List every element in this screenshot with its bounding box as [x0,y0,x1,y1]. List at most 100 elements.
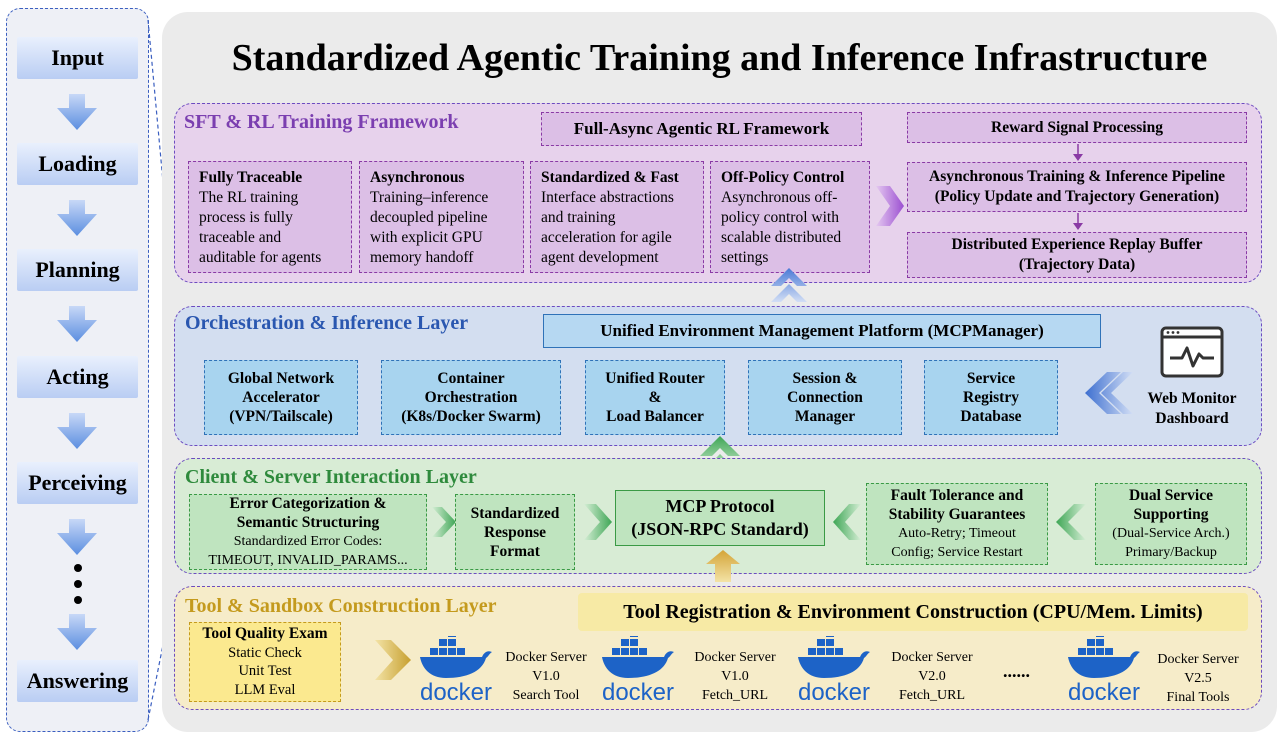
mcp-manager-platform: Unified Environment Management Platform … [543,314,1101,348]
web-monitor-label: Web Monitor Dashboard [1136,388,1248,430]
replay-buffer-box: Distributed Experience Replay Buffer (Tr… [907,232,1247,278]
sft-card-asynchronous: Asynchronous Training–inference decouple… [359,161,524,273]
replay-line: (Trajectory Data) [1018,256,1136,273]
card-title: Off-Policy Control [721,169,845,186]
down-arrow-icon [57,306,97,342]
docker-server-label: Docker Server V2.0 Fetch_URL [880,648,984,705]
docker-logo: docker [598,630,678,706]
docker-whale-icon [1068,630,1140,678]
box-line: TIMEOUT, INVALID_PARAMS... [208,553,408,568]
ellipsis-dots-icon [74,564,82,604]
up-arrow-icon [771,268,807,302]
card-body: Training–inference decoupled pipeline wi… [370,189,489,266]
error-categorization-box: Error Categorization & Semantic Structur… [189,494,427,570]
replay-line: Distributed Experience Replay Buffer [951,236,1203,253]
reward-signal-box: Reward Signal Processing [907,112,1247,143]
docker-wordmark: docker [1067,679,1141,706]
server-line: V1.0 [532,669,560,684]
exam-item: Unit Test [238,663,292,679]
card-body: Asynchronous off-policy control with sca… [721,189,842,266]
client-layer-title: Client & Server Interaction Layer [185,466,477,488]
down-small-arrow-icon [1073,213,1083,230]
box-line: Session & [792,370,858,387]
box-line: Accelerator [242,389,320,406]
box-line: Stability Guarantees [888,506,1026,523]
box-line: Standardized [470,504,560,522]
box-line: Container [437,370,505,387]
card-title: Fully Traceable [199,169,303,186]
docker-logo: docker [416,630,496,706]
down-arrow-icon [57,519,97,555]
box-line: Config; Service Restart [891,545,1023,560]
box-line: MCP Protocol [665,496,775,516]
orch-layer-title: Orchestration & Inference Layer [185,312,469,334]
server-line: Final Tools [1166,690,1230,705]
monitor-pulse-icon [1160,326,1224,378]
server-line: Docker Server [1157,652,1239,667]
session-manager-box: Session & Connection Manager [748,360,902,435]
stage-perceiving: Perceiving [17,462,138,504]
box-line: Auto-Retry; Timeout [898,526,1016,541]
docker-server-label: Docker Server V2.5 Final Tools [1148,650,1248,707]
down-arrow-icon [57,200,97,236]
stage-label: Loading [38,151,117,176]
stage-acting: Acting [17,356,138,398]
box-line: Load Balancer [606,408,704,425]
card-body: Interface abstractions and training acce… [541,189,674,266]
stage-planning: Planning [17,249,138,291]
dual-service-box: Dual Service Supporting (Dual-Service Ar… [1095,483,1247,565]
docker-server-label: Docker Server V1.0 Fetch_URL [684,648,786,705]
box-line: Database [960,408,1022,425]
box-line: Supporting [1133,506,1209,523]
monitor-line: Dashboard [1155,410,1229,427]
docker-logo: docker [1064,630,1144,706]
stage-label: Perceiving [28,470,127,495]
box-line: (VPN/Tailscale) [229,408,333,425]
box-line: (JSON-RPC Standard) [631,519,809,539]
tool-quality-exam-box: Tool Quality Exam Static Check Unit Test… [189,622,341,702]
docker-whale-icon [602,630,674,678]
box-line: Error Categorization & [229,495,387,512]
sft-layer-title: SFT & RL Training Framework [184,111,459,133]
exam-title: Tool Quality Exam [202,625,328,642]
tool-layer-title: Tool & Sandbox Construction Layer [185,595,497,617]
monitor-line: Web Monitor [1147,390,1237,407]
down-arrow-icon [57,94,97,130]
box-line: Response [483,523,546,541]
response-format-box: Standardized Response Format [455,494,575,570]
box-line: (K8s/Docker Swarm) [401,408,541,425]
right-arrow-icon [876,186,904,226]
stage-input: Input [17,37,138,79]
network-accelerator-box: Global Network Accelerator (VPN/Tailscal… [204,360,358,435]
server-line: Docker Server [891,650,973,665]
box-line: Standardized Error Codes: [233,534,383,549]
server-line: Fetch_URL [701,688,769,703]
box-line: Global Network [227,370,335,387]
stage-loading: Loading [17,143,138,185]
left-arrow-icon [1056,504,1086,540]
exam-item: LLM Eval [234,681,296,698]
sft-card-offpolicy: Off-Policy Control Asynchronous off-poli… [710,161,870,273]
more-servers-ellipsis: ...... [1003,661,1030,681]
pipeline-line: Asynchronous Training & Inference Pipeli… [929,168,1225,185]
right-arrow-icon [584,504,612,540]
server-line: Docker Server [505,650,587,665]
docker-whale-icon [420,630,492,678]
left-arrow-icon [833,504,861,540]
async-rl-framework-box: Full-Async Agentic RL Framework [541,112,862,146]
box-line: Unified Router [605,370,705,387]
box-line: & [648,389,662,406]
down-arrow-icon [57,614,97,650]
right-arrow-icon [432,507,456,537]
right-arrow-icon [375,640,411,680]
box-line: Registry [963,389,1019,406]
left-arrow-icon [1085,372,1133,414]
box-line: Connection [787,389,863,406]
box-line: Dual Service [1129,487,1213,504]
stage-label: Planning [35,257,120,282]
server-line: Docker Server [694,650,776,665]
tool-registration-banner: Tool Registration & Environment Construc… [578,593,1248,631]
server-line: Fetch_URL [898,688,966,703]
card-body: The RL training process is fully traceab… [199,189,322,266]
box-line: Semantic Structuring [236,514,380,531]
